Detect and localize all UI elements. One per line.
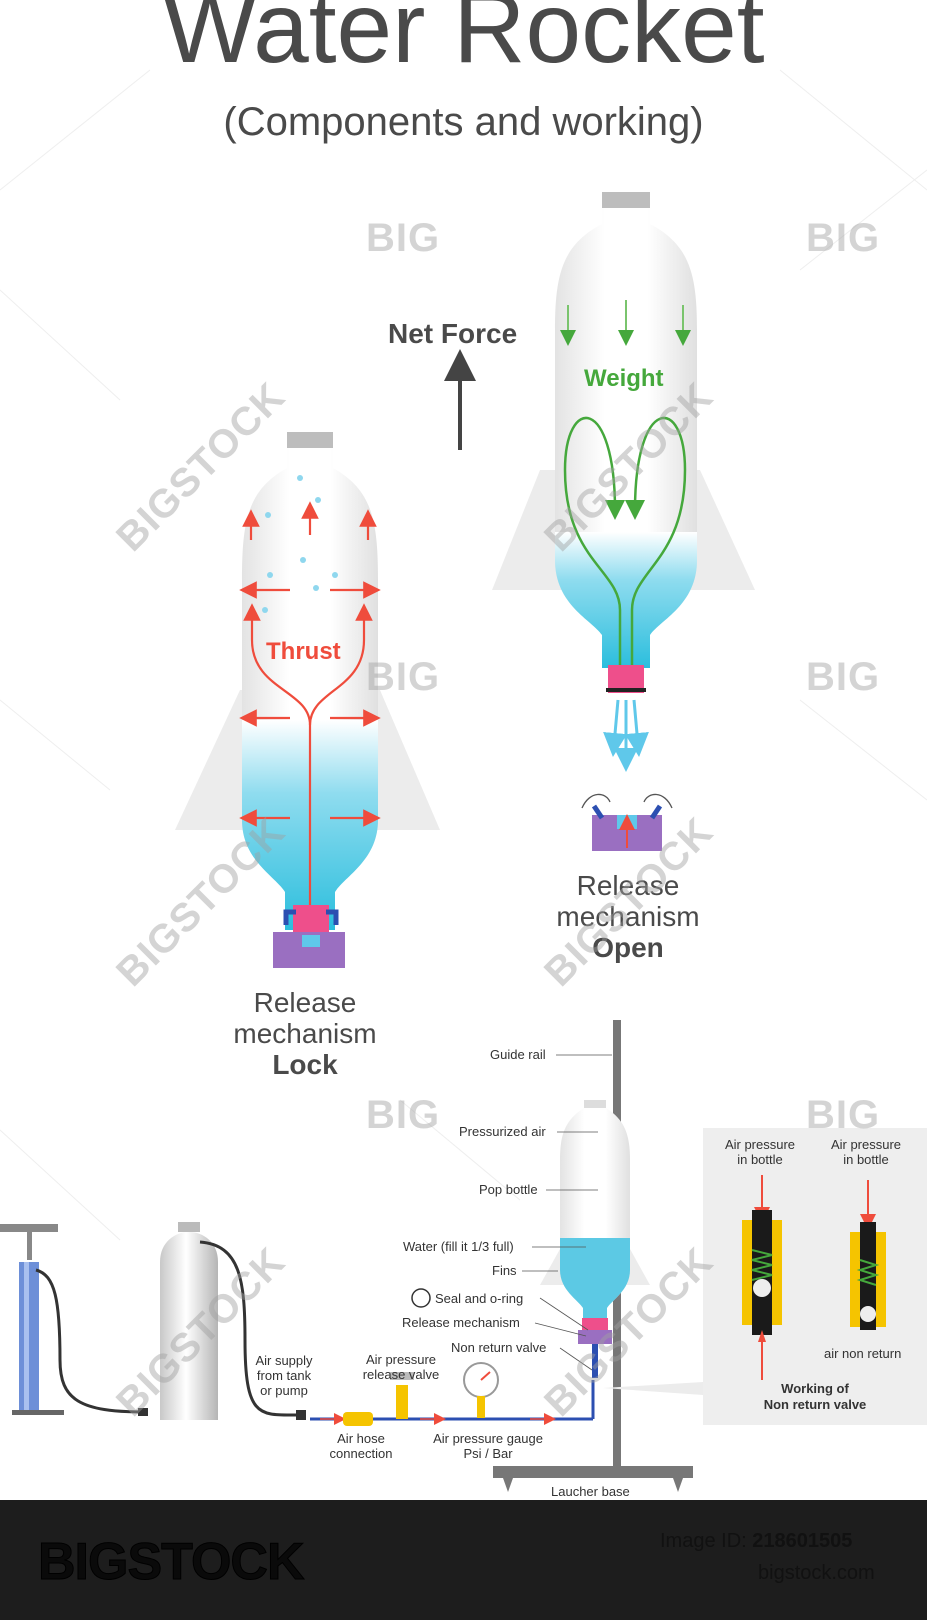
rocket-on-launcher bbox=[540, 1100, 650, 1378]
label-water: Water (fill it 1/3 full) bbox=[403, 1239, 514, 1254]
footer-image-id-value: 218601505 bbox=[752, 1530, 853, 1552]
watermark-big: BIG bbox=[366, 655, 441, 699]
release-open-state: Open bbox=[592, 932, 664, 963]
watermark-big: BIG bbox=[806, 1093, 881, 1137]
footer-image-id-label: Image ID: bbox=[660, 1530, 747, 1552]
release-open-line2: mechanism bbox=[556, 901, 700, 932]
release-lock-line1: Release bbox=[253, 987, 357, 1018]
label-non-return-valve: Non return valve bbox=[451, 1340, 547, 1355]
label-pressure-gauge-1: Air pressure gauge bbox=[433, 1431, 543, 1446]
rocket-launching bbox=[492, 192, 755, 851]
label-pressurized-air: Pressurized air bbox=[459, 1124, 546, 1139]
release-lock-line2: mechanism bbox=[233, 1018, 377, 1049]
label-pressure-left-2: in bottle bbox=[737, 1152, 783, 1167]
label-air-supply-2: from tank bbox=[256, 1368, 312, 1383]
label-seal: Seal and o-ring bbox=[435, 1291, 524, 1306]
label-release-valve: Air pressure release valve bbox=[352, 1352, 450, 1382]
thrust-label: Thrust bbox=[266, 638, 341, 665]
valve-panel bbox=[703, 1128, 927, 1425]
page-title: Water Rocket bbox=[162, 0, 765, 84]
label-hose-connection: Air hose connection bbox=[320, 1431, 402, 1461]
water-rocket-diagram bbox=[0, 69, 927, 1492]
label-valve-caption: Working of Non return valve bbox=[735, 1381, 895, 1413]
hand-pump bbox=[0, 1224, 148, 1416]
label-release-valve-2: release valve bbox=[362, 1367, 440, 1382]
watermark-big: BIG bbox=[806, 216, 881, 260]
label-fins: Fins bbox=[492, 1263, 517, 1278]
page-subtitle: (Components and working) bbox=[223, 100, 704, 144]
label-air-supply-3: or pump bbox=[260, 1383, 308, 1398]
label-hose-connection-2: connection bbox=[329, 1446, 393, 1461]
watermark-big: BIG bbox=[366, 1093, 441, 1137]
valve-open-illustration bbox=[742, 1175, 782, 1380]
air-tank bbox=[160, 1222, 306, 1420]
label-launcher-base: Laucher base bbox=[551, 1484, 630, 1499]
label-hose-connection-1: Air hose bbox=[337, 1431, 385, 1446]
label-pressure-right: Air pressure in bottle bbox=[818, 1137, 914, 1167]
label-pressure-left: Air pressure in bottle bbox=[712, 1137, 808, 1167]
weight-label: Weight bbox=[584, 365, 664, 392]
footer-image-id: Image ID: 218601505 bbox=[660, 1530, 852, 1553]
valve-closed-illustration bbox=[850, 1180, 886, 1330]
label-air-supply: Air supply from tank or pump bbox=[246, 1353, 322, 1398]
label-pressure-gauge-2: Psi / Bar bbox=[463, 1446, 513, 1461]
launcher-base bbox=[493, 1466, 693, 1478]
label-release-valve-1: Air pressure bbox=[365, 1352, 437, 1367]
release-lock-state: Lock bbox=[272, 1049, 338, 1080]
watermark-big: BIG bbox=[806, 655, 881, 699]
footer-bar bbox=[0, 1500, 927, 1620]
net-force-label: Net Force bbox=[388, 318, 518, 349]
watermark-big: BIG bbox=[366, 216, 441, 260]
label-pressure-right-1: Air pressure bbox=[830, 1137, 902, 1152]
label-air-supply-1: Air supply bbox=[255, 1353, 313, 1368]
label-pressure-left-1: Air pressure bbox=[724, 1137, 796, 1152]
label-pressure-right-2: in bottle bbox=[843, 1152, 889, 1167]
footer-site-link[interactable]: bigstock.com bbox=[758, 1562, 875, 1584]
release-open-caption: Release mechanism Open bbox=[528, 870, 728, 963]
label-pressure-gauge: Air pressure gauge Psi / Bar bbox=[418, 1431, 558, 1461]
label-air-non-return: air non return bbox=[824, 1346, 902, 1361]
rocket-locked bbox=[175, 432, 440, 968]
label-valve-caption-1: Working of bbox=[781, 1381, 849, 1396]
release-open-line1: Release bbox=[576, 870, 680, 901]
footer-brand-logo: BIGSTOCK bbox=[38, 1533, 306, 1592]
label-guide-rail: Guide rail bbox=[490, 1047, 546, 1062]
label-release-mechanism: Release mechanism bbox=[402, 1315, 520, 1330]
label-pop-bottle: Pop bottle bbox=[479, 1182, 538, 1197]
label-valve-caption-2: Non return valve bbox=[763, 1397, 867, 1412]
release-lock-caption: Release mechanism Lock bbox=[205, 987, 405, 1080]
